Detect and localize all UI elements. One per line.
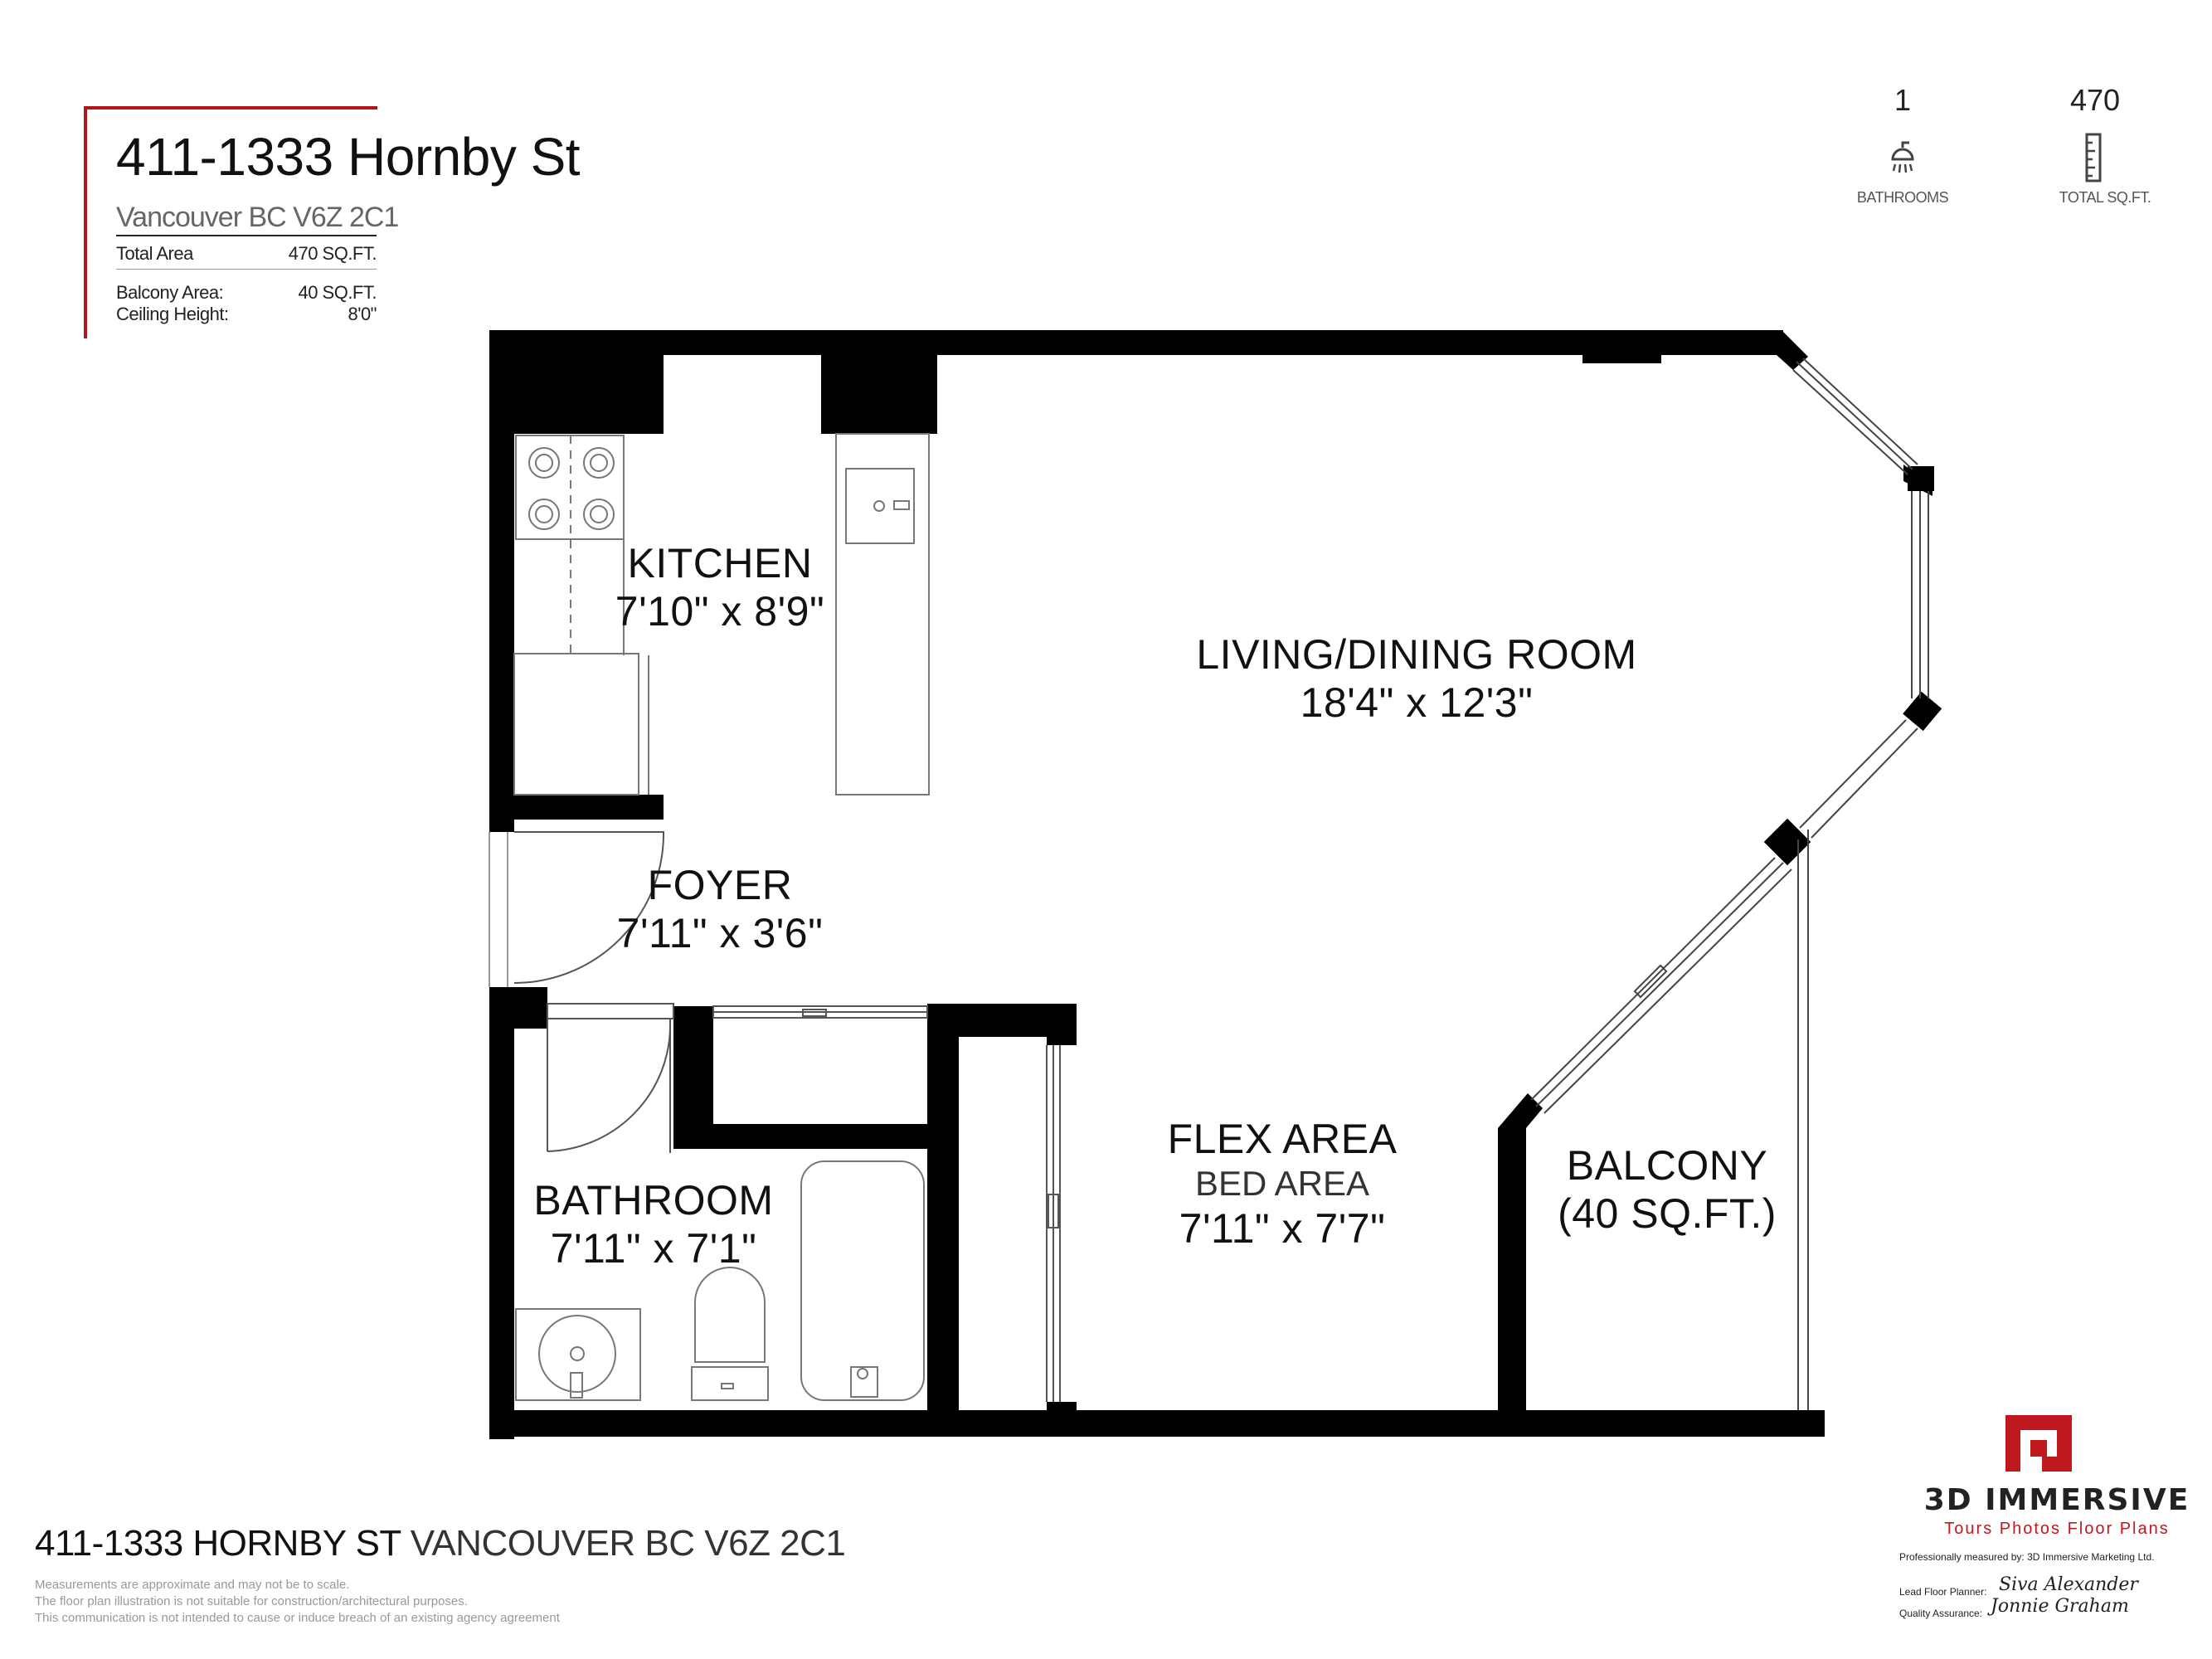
room-subname: BED AREA bbox=[1194, 1164, 1370, 1203]
outer-walls bbox=[489, 330, 1942, 1439]
ceiling-height-value: 8'0" bbox=[348, 304, 377, 324]
brand-name: 3D IMMERSIVE bbox=[1923, 1483, 2190, 1517]
room-dimensions: 7'11" x 3'6" bbox=[616, 910, 824, 956]
page-subtitle: Vancouver BC V6Z 2C1 bbox=[116, 202, 399, 233]
lead-planner-label: Lead Floor Planner: bbox=[1899, 1586, 1987, 1598]
room-living-dining: LIVING/DINING ROOM 18'4" x 12'3" bbox=[1196, 630, 1636, 727]
brand-logo-icon bbox=[2005, 1415, 2072, 1472]
windows bbox=[1530, 358, 1929, 1410]
disclaimer-line: This communication is not intended to ca… bbox=[35, 1611, 560, 1625]
measured-by: Professionally measured by: 3D Immersive… bbox=[1899, 1551, 2155, 1563]
room-name: KITCHEN bbox=[627, 540, 813, 586]
footer-address-city: VANCOUVER BC V6Z 2C1 bbox=[401, 1523, 846, 1564]
lead-planner-signature: Siva Alexander bbox=[1999, 1574, 2138, 1595]
total-area-row: Total Area 470 SQ.FT. bbox=[116, 243, 377, 266]
room-bathroom: BATHROOM 7'11" x 7'1" bbox=[533, 1176, 773, 1272]
room-dimensions: 7'11" x 7'7" bbox=[1179, 1205, 1386, 1252]
balcony-area-label: Balcony Area: bbox=[116, 282, 224, 303]
footer-address-street: 411-1333 HORNBY ST bbox=[35, 1523, 401, 1564]
qa-label: Quality Assurance: bbox=[1899, 1608, 1983, 1619]
ceiling-height-label: Ceiling Height: bbox=[116, 304, 229, 324]
footer-address: 411-1333 HORNBY ST VANCOUVER BC V6Z 2C1 bbox=[35, 1523, 846, 1564]
room-name: BALCONY bbox=[1566, 1142, 1768, 1189]
balcony-area-row: Balcony Area: 40 SQ.FT. bbox=[116, 282, 377, 305]
room-kitchen: KITCHEN 7'10" x 8'9" bbox=[615, 539, 824, 635]
disclaimer-line: Measurements are approximate and may not… bbox=[35, 1578, 350, 1592]
room-dimensions: 7'10" x 8'9" bbox=[615, 588, 825, 635]
total-area-value: 470 SQ.FT. bbox=[288, 243, 377, 264]
shower-icon bbox=[1891, 141, 1914, 173]
bathroom-fixtures bbox=[515, 1160, 925, 1401]
total-sqft-label: TOTAL SQ.FT. bbox=[2059, 189, 2151, 206]
page-title: 411-1333 Hornby St bbox=[116, 127, 581, 187]
total-sqft-count: 470 bbox=[2069, 83, 2121, 117]
header-accent-line-vertical bbox=[84, 106, 87, 338]
disclaimer-line: The floor plan illustration is not suita… bbox=[35, 1594, 468, 1608]
header-divider-thin bbox=[116, 269, 377, 270]
total-area-label: Total Area bbox=[116, 243, 193, 264]
header-accent-line bbox=[84, 106, 377, 109]
room-name: BATHROOM bbox=[533, 1177, 774, 1224]
ceiling-height-row: Ceiling Height: 8'0" bbox=[116, 304, 377, 327]
header-divider bbox=[116, 235, 377, 236]
bathrooms-count: 1 bbox=[1894, 83, 1912, 117]
room-foyer: FOYER 7'11" x 3'6" bbox=[617, 861, 824, 957]
qa-signature: Jonnie Graham bbox=[1991, 1596, 2129, 1617]
room-dimensions: 7'11" x 7'1" bbox=[550, 1225, 757, 1272]
room-name: FOYER bbox=[647, 862, 793, 908]
room-flex-area: FLEX AREA BED AREA 7'11" x 7'7" bbox=[1168, 1115, 1398, 1253]
ruler-icon bbox=[2085, 133, 2102, 182]
brand-tagline: Tours Photos Floor Plans bbox=[1944, 1520, 2170, 1538]
room-name: LIVING/DINING ROOM bbox=[1196, 631, 1637, 678]
kitchen-fixtures bbox=[513, 433, 930, 795]
room-name: FLEX AREA bbox=[1167, 1116, 1398, 1162]
balcony-area-value: 40 SQ.FT. bbox=[298, 282, 377, 303]
doors bbox=[489, 831, 1061, 1402]
room-balcony: BALCONY (40 SQ.FT.) bbox=[1558, 1141, 1777, 1238]
room-dimensions: (40 SQ.FT.) bbox=[1558, 1190, 1777, 1237]
room-dimensions: 18'4" x 12'3" bbox=[1300, 679, 1534, 726]
bathrooms-label: BATHROOMS bbox=[1856, 189, 1949, 206]
